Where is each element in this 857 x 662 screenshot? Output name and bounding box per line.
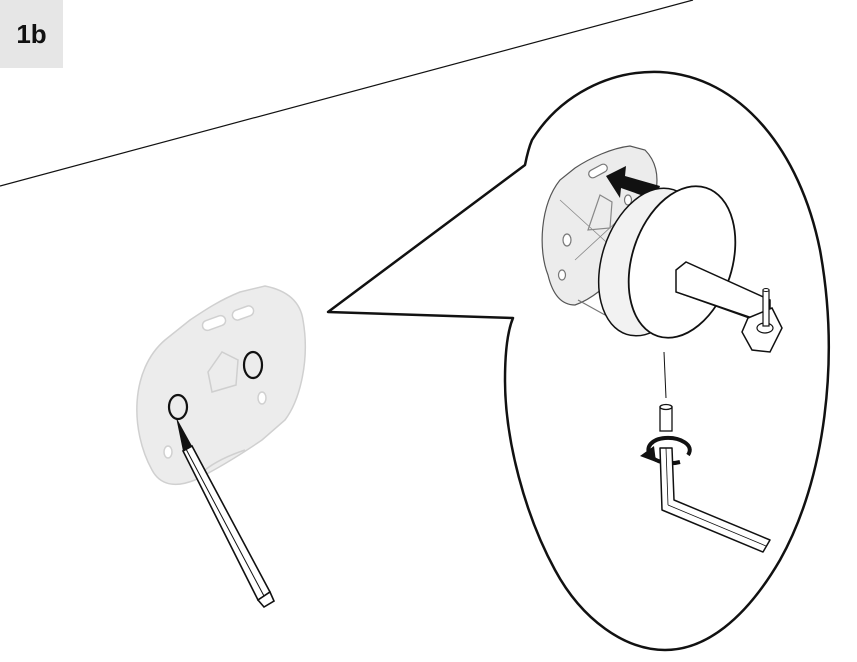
callout-bubble-icon [326, 70, 830, 652]
marked-hole-left [167, 393, 189, 421]
wall-line [0, 0, 694, 187]
step-label: 1b [16, 18, 47, 49]
towel-holder-icon [597, 185, 783, 353]
pencil-icon [176, 417, 276, 609]
set-screw-icon [659, 403, 673, 432]
alignment-line [663, 351, 667, 399]
mounting-plate-icon [136, 285, 306, 486]
step-badge: 1b [0, 0, 63, 68]
marked-hole-right [242, 350, 264, 380]
allen-key-icon [659, 447, 771, 553]
